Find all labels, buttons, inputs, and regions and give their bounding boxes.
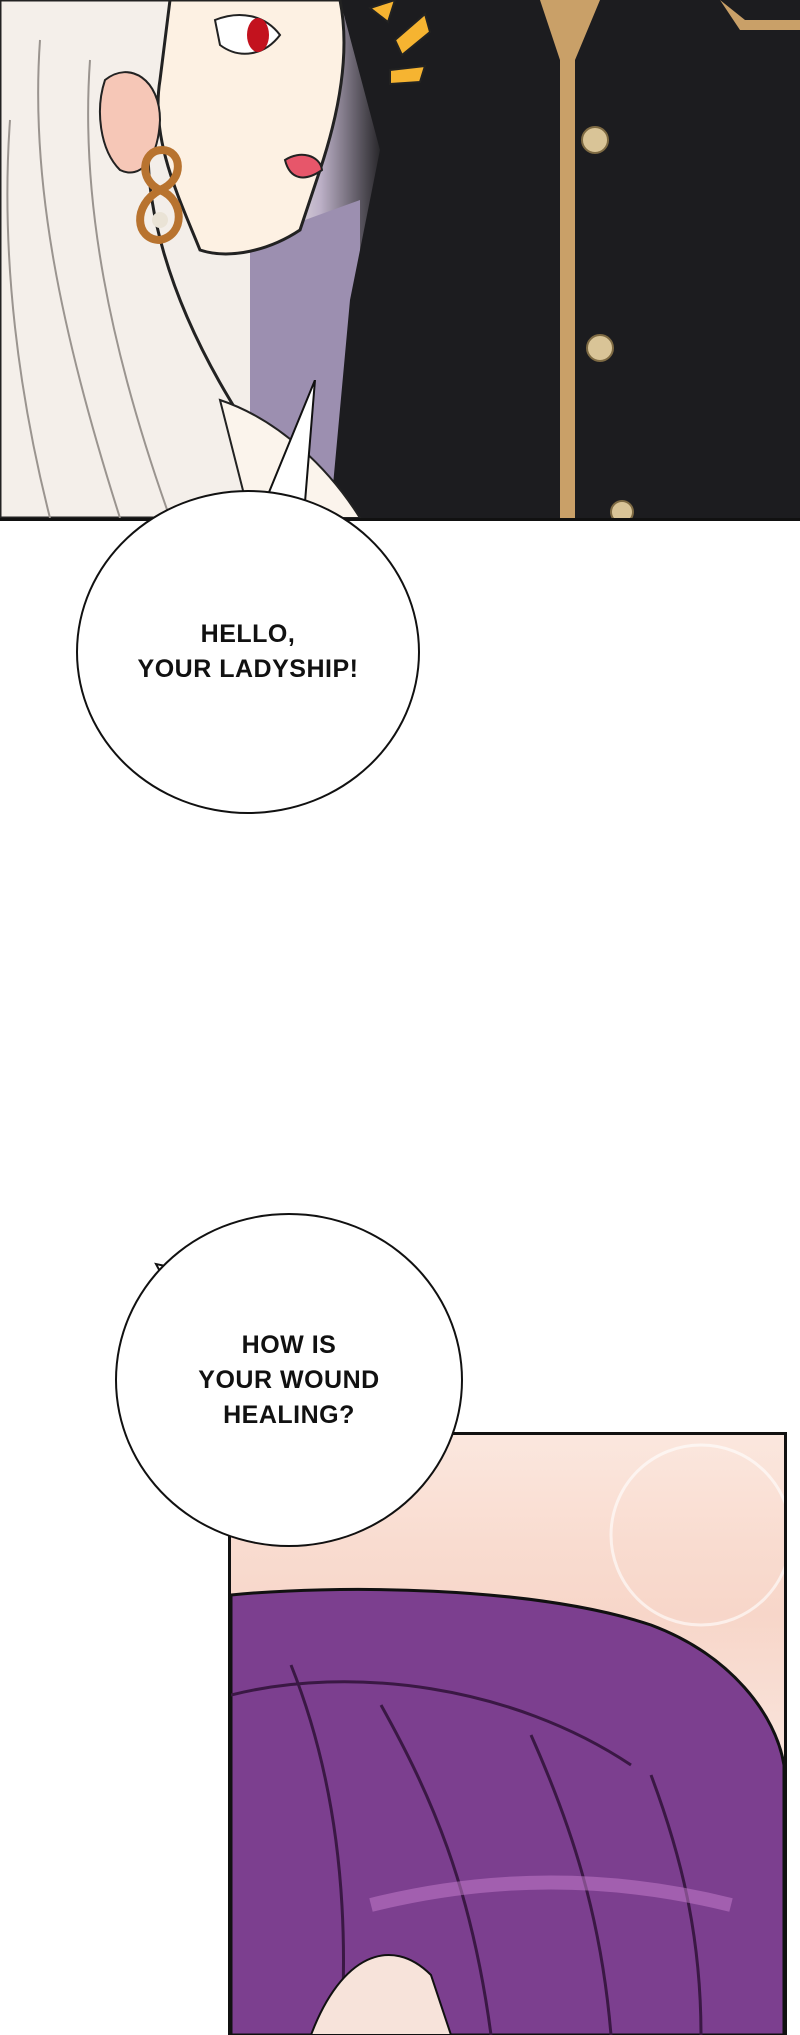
surprise-mark-icon — [367, 0, 397, 24]
face — [156, 0, 346, 256]
mouth — [283, 153, 324, 179]
coat-button-icon — [586, 334, 614, 362]
light-flare — [609, 1443, 784, 1627]
top-comic-panel — [0, 0, 800, 521]
coat-button-icon — [581, 126, 609, 154]
coat-button-icon — [610, 500, 634, 518]
coat-gold-trim — [540, 0, 600, 518]
earring-icon — [136, 145, 183, 245]
dialogue-text: HELLO, YOUR LADYSHIP! — [137, 620, 359, 683]
purple-hair — [231, 1587, 784, 2035]
speech-bubble: HELLO, YOUR LADYSHIP! — [76, 490, 420, 814]
speech-bubble: HOW IS YOUR WOUND HEALING? — [115, 1213, 463, 1547]
character-closeup-illustration — [0, 0, 800, 518]
surprise-mark-icon — [393, 12, 432, 57]
surprise-mark-icon — [389, 64, 427, 86]
dialogue-text: HOW IS YOUR WOUND HEALING? — [198, 1330, 380, 1429]
